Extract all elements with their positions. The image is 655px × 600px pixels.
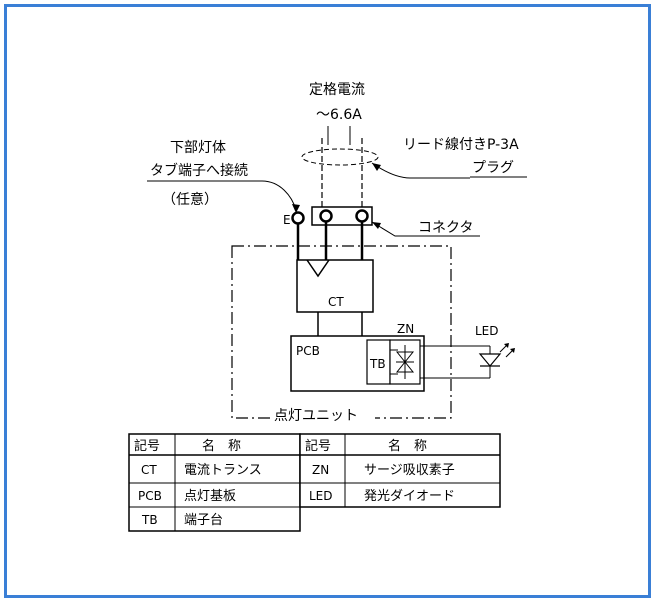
connector-pin-1 <box>319 209 333 223</box>
e-terminal-label: E <box>283 213 291 227</box>
legend-row-symbol: PCB <box>138 489 162 503</box>
rated-current-title: 定格電流 <box>309 82 365 98</box>
plug-label-line2: プラグ <box>472 160 514 176</box>
legend-row-symbol: CT <box>141 463 157 477</box>
legend-row-name: 発光ダイオード <box>364 489 455 504</box>
ct-block <box>296 259 374 313</box>
e-terminal <box>291 211 305 225</box>
lighting-unit-label: 点灯ユニット <box>274 408 358 424</box>
legend-row-symbol: TB <box>141 513 158 527</box>
legend-header-symbol-right: 記号 <box>305 438 331 454</box>
zn-label: ZN <box>397 322 414 336</box>
plug-label-line1: リード線付きP-3A <box>403 137 519 153</box>
ground-label-line1: 下部灯体 <box>170 140 226 156</box>
led-symbol <box>478 353 502 367</box>
legend-table: 記号 名 称 記号 名 称 CT 電流トランス PCB 点灯基板 TB 端子台 … <box>128 433 501 532</box>
ground-label-line2: タブ端子へ接続 <box>150 162 248 179</box>
ct-label: CT <box>328 295 344 309</box>
rated-current-value: ～6.6A <box>316 107 362 123</box>
tb-label: TB <box>369 357 386 371</box>
led-label: LED <box>475 324 499 338</box>
connector-label: コネクタ <box>418 220 473 236</box>
legend-row-name: 端子台 <box>184 513 223 528</box>
legend-row-name: 点灯基板 <box>184 489 236 504</box>
legend-row-symbol: ZN <box>312 463 329 477</box>
connector-pin-2 <box>355 209 369 223</box>
legend-header-name-left: 名 称 <box>202 438 241 454</box>
legend-header-symbol-left: 記号 <box>134 438 160 454</box>
legend-row-name: 電流トランス <box>184 463 262 478</box>
ground-label-line3: （任意） <box>162 191 218 208</box>
legend-header-name-right: 名 称 <box>388 438 427 454</box>
legend-row-name: サージ吸収素子 <box>364 463 455 478</box>
legend-row-symbol: LED <box>309 489 333 503</box>
pcb-label: PCB <box>296 344 320 358</box>
